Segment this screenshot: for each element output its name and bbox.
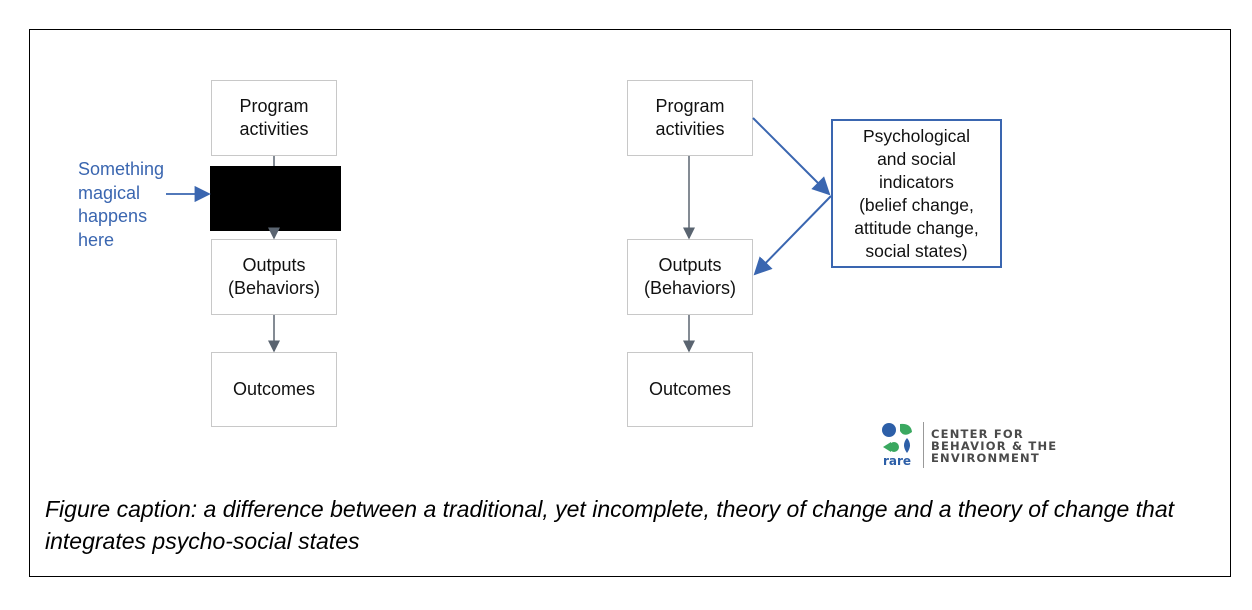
rare-logo-icon — [882, 423, 912, 453]
arrow-indicators-to-outputs — [753, 195, 832, 276]
left-program-activities-box: Program activities — [211, 80, 337, 156]
psychological-indicators-box: Psychological and social indicators (bel… — [831, 119, 1002, 268]
arrow-program-to-indicators — [752, 117, 831, 196]
logo-center-text: CENTER FOR BEHAVIOR & THE ENVIRONMENT — [931, 427, 1058, 465]
something-magical-label: Something magical happens here — [78, 159, 165, 250]
left-outputs-box: Outputs (Behaviors) — [211, 239, 337, 315]
right-outputs-box: Outputs (Behaviors) — [627, 239, 753, 315]
black-box — [210, 166, 341, 231]
figure-frame — [29, 29, 1231, 577]
figure-caption: Figure caption: a difference between a t… — [45, 496, 1174, 554]
left-outcomes-box: Outcomes — [211, 352, 337, 427]
logo-divider — [923, 422, 924, 468]
right-outcomes-box: Outcomes — [627, 352, 753, 427]
right-program-activities-box: Program activities — [627, 80, 753, 156]
logo-rare-text: rare — [883, 454, 912, 468]
